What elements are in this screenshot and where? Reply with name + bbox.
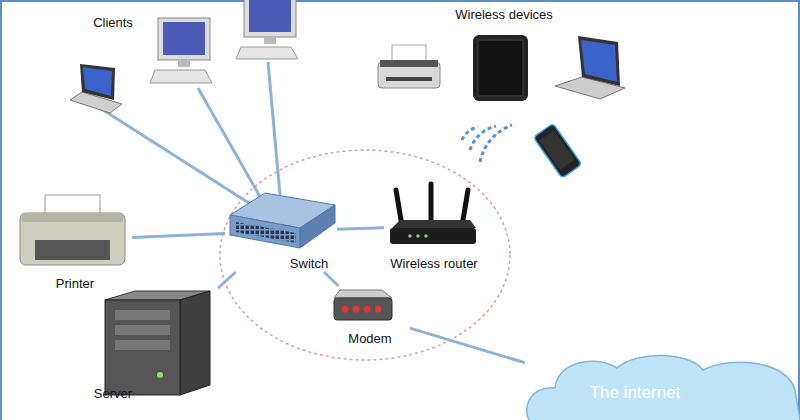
router-light [408,234,412,238]
printer-body [20,213,125,265]
drive-bay [115,325,170,335]
switch-front [230,215,300,248]
device-label: Server [88,386,138,401]
tablet-screen [478,40,523,96]
keyboard [150,70,212,83]
modem-light [342,306,349,313]
wifi-wave [462,127,478,140]
modem-front [334,298,392,320]
network-cable [132,233,225,237]
server-node: Server [88,288,218,406]
device-label: Switch [283,256,335,271]
network-cable [100,108,252,205]
server-side [180,291,210,395]
printer-slot [386,77,432,81]
monitor-screen [249,0,291,32]
drive-bay [115,340,170,350]
phone [533,123,581,178]
cloud-shape [527,355,800,420]
monitor-stand [264,37,276,44]
monitor-frame [158,18,210,60]
modem-light [375,306,382,313]
core-boundary [220,150,510,360]
modem-node: Modem [330,286,410,346]
monitor-screen [163,22,205,55]
network-cable [198,88,262,200]
monitor-frame [244,0,296,37]
keyboard [236,47,298,59]
printer-tray [380,60,438,67]
network-cable [324,272,339,286]
switch-node: Switch [225,190,337,272]
modem-light [364,306,371,313]
drive-bay [115,310,170,320]
monitor-stand [178,60,190,67]
printer-slot [35,240,110,260]
router-node: Wireless router [384,180,484,272]
network-cable [268,62,280,195]
network-cable [337,228,384,230]
server-front [105,300,180,395]
wifi-wave [480,125,512,162]
modem-light [353,306,360,313]
router-antenna [429,184,434,222]
modem-top [334,290,392,298]
device-label: Printer [18,276,132,291]
network-cable [410,328,525,363]
laptop-screen [581,40,617,82]
power-light [157,372,163,378]
wifi-wave [470,126,496,150]
device-label: The internet [555,383,715,402]
router-top [392,220,476,228]
router-body [390,228,476,244]
internet-cloud: The internet [525,350,800,420]
network-cable [218,272,236,288]
laptop-screen [83,67,112,96]
router-light [424,234,428,238]
group-label: Wireless devices [424,7,584,22]
group-label: Clients [63,15,163,30]
switch-side [300,205,335,248]
phone-screen [539,130,574,170]
printer-lid [22,213,123,222]
printer-node: Printer [18,188,132,292]
switch-ports [236,222,296,243]
tablet-body [473,35,528,101]
device-label: Wireless router [384,256,484,271]
router-light [416,234,420,238]
laptop-lid [80,64,115,100]
phone-body [533,123,581,178]
laptop-lid [578,36,620,86]
device-label: Modem [330,331,410,346]
